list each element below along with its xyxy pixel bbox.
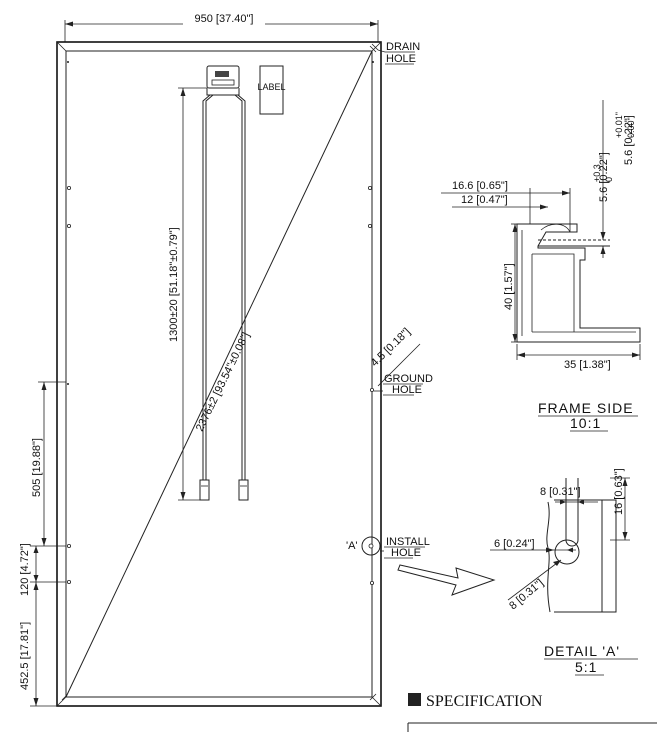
- mount-hole-left-4: [67, 580, 72, 585]
- svg-text:HOLE: HOLE: [386, 53, 416, 65]
- width-label: 950 [37.40"]: [195, 13, 254, 25]
- left-upper-label: 505 [19.88"]: [31, 438, 43, 497]
- ground-hole-dim-label: 4.5 [0.18"]: [369, 326, 413, 369]
- detail-dim-offset: 6 [0.24"]: [494, 538, 535, 550]
- frame-side-scale: 10:1: [570, 415, 601, 431]
- detail-a-title: DETAIL 'A': [544, 643, 620, 659]
- svg-text:INSTALL: INSTALL: [386, 536, 430, 548]
- svg-text:+0.01": +0.01": [614, 112, 624, 138]
- module-frame: [56, 41, 382, 707]
- detail-arrow: [397, 564, 496, 596]
- left-lower-label: 452.5 [17.81"]: [19, 622, 31, 690]
- cable-length-label: 1300±20 [51.18"±0.79"]: [168, 227, 180, 342]
- drain-hole-callout: DRAIN HOLE: [377, 41, 420, 65]
- width-dimension: 950 [37.40"]: [64, 11, 379, 42]
- frame-side-title: FRAME SIDE: [538, 400, 634, 416]
- svg-text:0: 0: [604, 177, 614, 182]
- left-middle-label: 120 [4.72"]: [19, 543, 31, 596]
- specification-title: SPECIFICATION: [426, 693, 543, 710]
- ground-hole: [369, 387, 374, 392]
- ground-hole-callout: 4.5 [0.18"] GROUND HOLE: [369, 326, 433, 396]
- frame-dim-base: 35 [1.38"]: [564, 359, 611, 371]
- frame-dim-inner: 12 [0.47"]: [461, 194, 508, 206]
- left-dimensions: 505 [19.88"] 120 [4.72"] 452.5 [17.81"]: [19, 381, 66, 707]
- frame-holes: [67, 61, 374, 586]
- connector-left: [199, 479, 210, 501]
- frame-dim-outer: 16.6 [0.65"]: [452, 180, 508, 192]
- svg-text:HOLE: HOLE: [391, 547, 421, 559]
- label-box: LABEL: [257, 65, 286, 115]
- mount-hole-right-2: [367, 223, 372, 228]
- spec-square-icon: [408, 693, 421, 706]
- frame-side-section: 16.6 [0.65"] 12 [0.47"] 40 [1.57"] 35 [1…: [441, 100, 641, 432]
- frame-dim-glass: 5.6 [0.22"]: [598, 152, 610, 202]
- cable-length-dimension: 1300±20 [51.18"±0.79"]: [168, 87, 207, 501]
- svg-text:5.6 [0.22"]: 5.6 [0.22"]: [623, 115, 635, 165]
- mount-hole-left-top: [67, 185, 72, 190]
- mount-hole-left-3: [67, 544, 72, 549]
- junction-box: [206, 65, 240, 96]
- svg-text:LABEL: LABEL: [257, 82, 285, 92]
- detail-dim-slot-width: 8 [0.31"]: [540, 486, 581, 498]
- frame-dim-height: 40 [1.57"]: [503, 263, 515, 310]
- specification-header: SPECIFICATION: [407, 693, 657, 732]
- mount-hole-right-top: [367, 185, 372, 190]
- mount-hole-right-4: [369, 581, 374, 586]
- detail-a-scale: 5:1: [575, 659, 597, 675]
- mount-hole-left-2: [67, 223, 72, 228]
- detail-dim-radius: 8 [0.31"]: [507, 577, 546, 612]
- connector-right: [238, 479, 249, 501]
- install-hole-callout: 'A' INSTALL HOLE: [346, 536, 430, 559]
- svg-text:GROUND: GROUND: [384, 373, 433, 385]
- detail-dim-slot-len: 16 [0.63"]: [613, 468, 625, 515]
- detail-a-section: 8 [0.31"] 16 [0.63"] 6 [0.24"] 8 [0.31"]…: [490, 468, 638, 676]
- svg-text:HOLE: HOLE: [392, 384, 422, 396]
- svg-text:DRAIN: DRAIN: [386, 41, 420, 53]
- svg-text:+0.3: +0.3: [592, 164, 602, 182]
- svg-text:0.00": 0.00": [626, 117, 636, 138]
- detail-a-marker: 'A': [346, 540, 358, 552]
- cables: [199, 94, 249, 501]
